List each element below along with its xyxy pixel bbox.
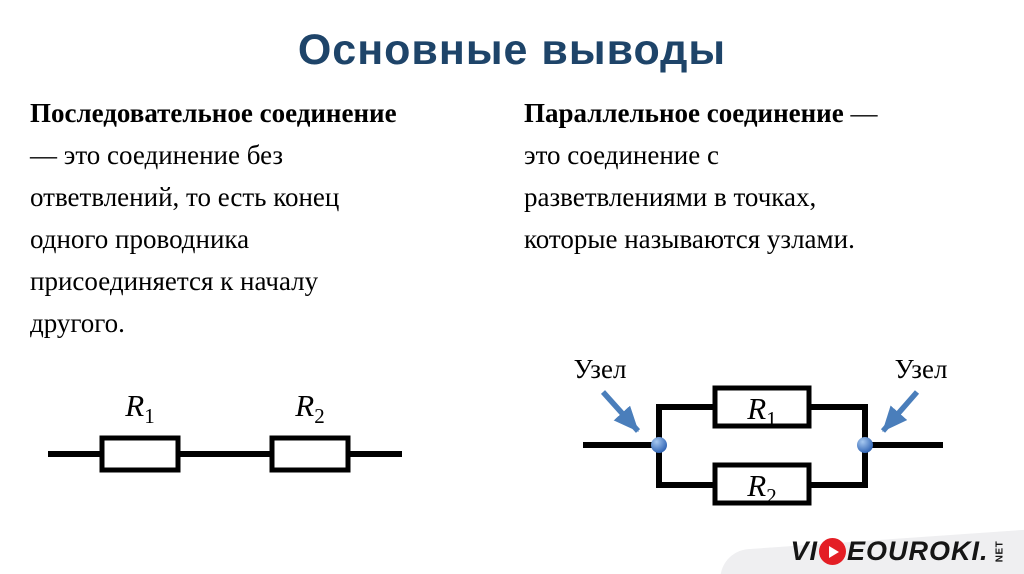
text-line: которые называются узлами. (524, 224, 855, 254)
resistor-label-r1: R1 (124, 388, 154, 428)
resistor-box-r2 (269, 435, 351, 473)
text-line: Последовательное соединение (30, 98, 397, 128)
text-line: присоединяется к началу (30, 266, 319, 296)
left-node-arrow (600, 390, 641, 433)
text-line: одного проводника (30, 224, 250, 254)
text-line: ответвлений, то есть конец (30, 182, 340, 212)
resistor-label-r2: R2 (746, 468, 776, 508)
resistor-box-r1 (99, 435, 181, 473)
right-node-arrow (880, 390, 920, 433)
play-triangle-icon (829, 545, 840, 558)
logo-text-vi: VI (790, 536, 818, 566)
text-line: это соединение с (524, 140, 719, 170)
text-line: другого. (30, 308, 125, 338)
play-icon (818, 538, 846, 565)
resistor-box-r1 (712, 385, 812, 429)
videouroki-logo: VI EOUROKI. NET (790, 536, 1010, 567)
text-line: — это соединение без (30, 140, 284, 170)
page-title: Основные выводы (297, 26, 727, 74)
logo-text-eouroki: EOUROKI. (846, 536, 989, 566)
parallel-definition-text: Параллельное соединение — это соединение… (524, 92, 1014, 260)
left-node-dot (651, 437, 667, 453)
resistor-box-r2 (712, 462, 812, 506)
logo-text-net: NET (993, 540, 1005, 563)
resistor-label-r1: R1 (746, 391, 776, 431)
parallel-circuit-diagram: R1 R2 Узел Узел (574, 354, 948, 508)
resistor-label-r2: R2 (294, 388, 324, 428)
right-node-dot (857, 437, 873, 453)
text-line: Параллельное соединение — (524, 98, 878, 128)
node-label-left: Узел (574, 354, 627, 384)
text-line: разветвлениями в точках, (524, 182, 817, 212)
series-definition-text: Последовательное соединение — это соедин… (30, 92, 525, 344)
node-label-right: Узел (895, 354, 948, 384)
series-circuit-diagram: R1 R2 (48, 388, 402, 473)
